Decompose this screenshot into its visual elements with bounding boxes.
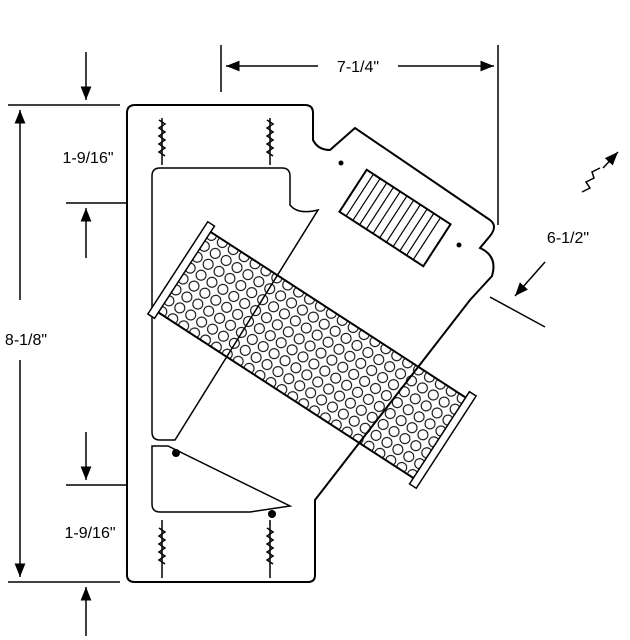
cap-dimension [489, 151, 619, 328]
bottom-threaded-port [157, 520, 275, 578]
retainer-dot [172, 449, 180, 457]
screen-bottom-ring [408, 390, 478, 490]
retainer-dot [338, 160, 344, 166]
perforated-screen [146, 220, 478, 490]
outlet-chamber [151, 445, 293, 513]
screen-cap [338, 168, 452, 268]
bottom-port-label: 1-9/16" [64, 525, 115, 542]
top-threaded-port [157, 118, 275, 165]
height-label: 8-1/8" [5, 332, 47, 349]
top-port-dimension [66, 52, 126, 258]
retainer-dot [456, 242, 462, 248]
width-dimension [220, 45, 499, 225]
height-dimension [8, 104, 120, 583]
retainer-dot [268, 510, 276, 518]
width-label: 7-1/4" [337, 59, 379, 76]
top-port-label: 1-9/16" [62, 150, 113, 167]
cap-label: 6-1/2" [547, 230, 589, 247]
body-outline [126, 104, 495, 583]
screen-top-ring [146, 220, 216, 320]
bottom-port-dimension [66, 432, 126, 636]
